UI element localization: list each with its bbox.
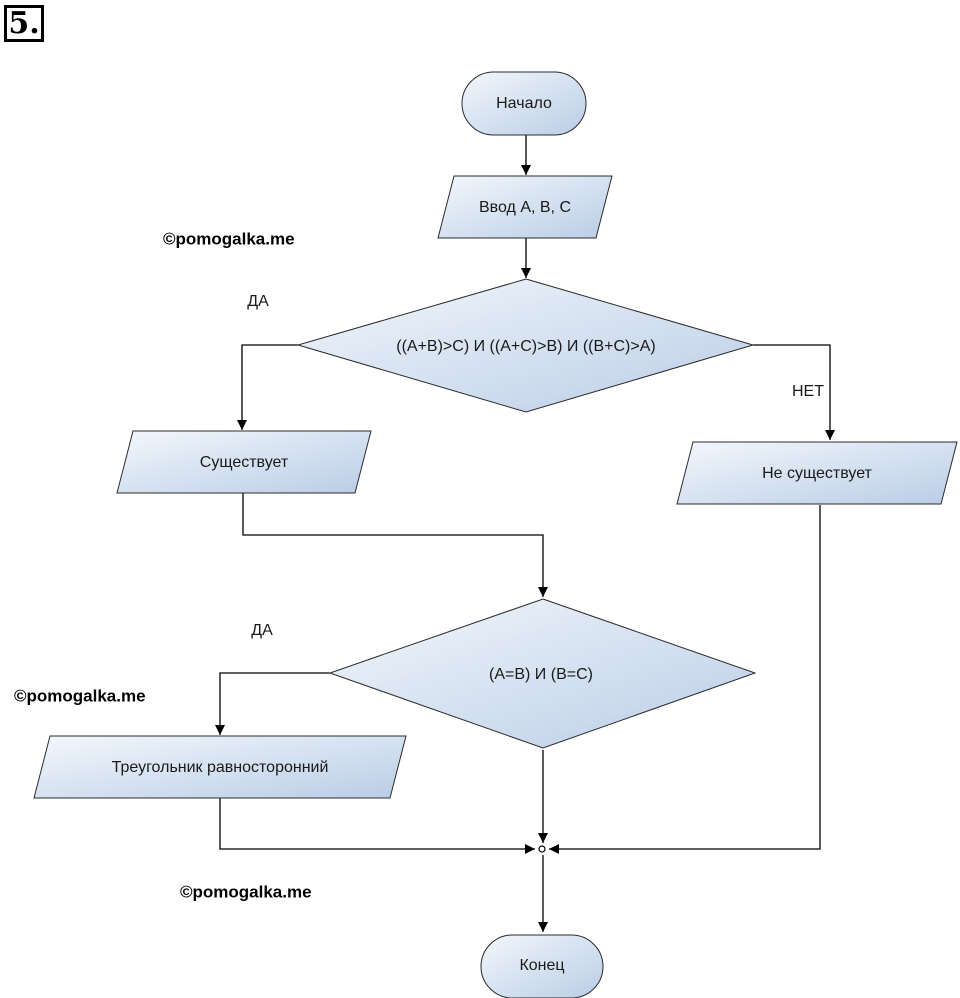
- exists-label: Существует: [200, 454, 289, 471]
- join-point: [538, 845, 546, 853]
- node-condition1: ((А+В)>С) И ((А+С)>В) И ((В+С)>А): [296, 278, 755, 413]
- condition1-diamond: [296, 278, 755, 413]
- end-terminator: [480, 934, 604, 998]
- edge-exists-condition2: [242, 493, 548, 597]
- connectors: [215, 135, 835, 932]
- node-condition2: (А=В) И (В=С): [328, 598, 757, 749]
- edge-condition1-no: [753, 344, 835, 440]
- edge-label-yes-2: ДА: [251, 622, 273, 639]
- node-input: Ввод А, В, С: [437, 175, 613, 239]
- edge-condition2-yes: [215, 672, 330, 735]
- task-number-box: 5.: [4, 5, 44, 42]
- watermark-3: ©pomogalka.me: [180, 882, 312, 901]
- edge-equilateral-join: [219, 798, 535, 854]
- edge-label-no-1: НЕТ: [792, 383, 824, 400]
- end-label: Конец: [519, 957, 564, 974]
- exists-parallelogram: [116, 430, 372, 494]
- condition2-diamond: [328, 598, 757, 749]
- node-equilateral: Треугольник равносторонний: [33, 735, 407, 799]
- not-exists-parallelogram: [676, 441, 958, 505]
- task-number: 5.: [8, 6, 40, 41]
- input-parallelogram: [437, 175, 613, 239]
- watermark-1: ©pomogalka.me: [163, 229, 295, 248]
- input-label: Ввод А, В, С: [479, 199, 571, 216]
- edge-label-yes-1: ДА: [247, 293, 269, 310]
- condition2-label: (А=В) И (В=С): [489, 666, 593, 683]
- equilateral-parallelogram: [33, 735, 407, 799]
- edge-notexists-join: [549, 505, 821, 854]
- watermark-2: ©pomogalka.me: [14, 686, 146, 705]
- edge-condition1-yes: [237, 344, 298, 430]
- node-end: Конец: [480, 934, 604, 998]
- not-exists-label: Не существует: [762, 465, 872, 482]
- start-label: Начало: [496, 95, 552, 112]
- node-start: Начало: [461, 71, 587, 136]
- node-not-exists: Не существует: [676, 441, 958, 505]
- start-terminator: [461, 71, 587, 136]
- node-exists: Существует: [116, 430, 372, 494]
- equilateral-label: Треугольник равносторонний: [112, 759, 329, 776]
- condition1-label: ((А+В)>С) И ((А+С)>В) И ((В+С)>А): [396, 338, 655, 355]
